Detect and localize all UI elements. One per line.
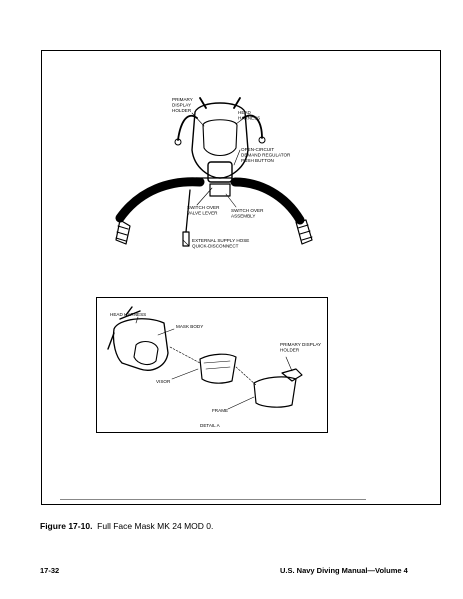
manual-title: U.S. Navy Diving Manual—Volume 4 <box>280 566 408 575</box>
left-hose-end <box>115 219 131 245</box>
detail-mask-body <box>112 318 169 371</box>
mask-body <box>191 102 249 179</box>
detail-label-visor: VISOR <box>156 379 171 384</box>
detail-label-mask-body: MASK BODY <box>176 324 203 329</box>
caption-text: Full Face Mask MK 24 MOD 0. <box>97 521 214 531</box>
caption-number: Figure 17-10. <box>40 521 93 531</box>
figure-caption: Figure 17-10. Full Face Mask MK 24 MOD 0… <box>40 521 213 531</box>
detail-primary-display-holder <box>281 368 303 382</box>
supply-hose <box>185 189 191 233</box>
head-harness-straps <box>177 97 263 141</box>
detail-frame <box>253 376 297 408</box>
detail-visor <box>199 353 237 384</box>
switch-over-assembly <box>209 183 231 197</box>
detail-label-frame: FRAME <box>212 408 228 413</box>
figure-divider <box>60 499 366 500</box>
figure-frame <box>41 50 441 505</box>
right-hose-end <box>295 219 313 245</box>
detail-label-detail-a: DETAIL A <box>200 423 221 428</box>
page-number: 17-32 <box>40 566 60 575</box>
mask-window <box>202 119 238 157</box>
detail-mask-window <box>133 340 159 366</box>
quick-disconnect <box>182 231 190 247</box>
detail-label-head-harness: HEAD HARNESS <box>110 312 146 317</box>
regulator <box>207 161 233 183</box>
